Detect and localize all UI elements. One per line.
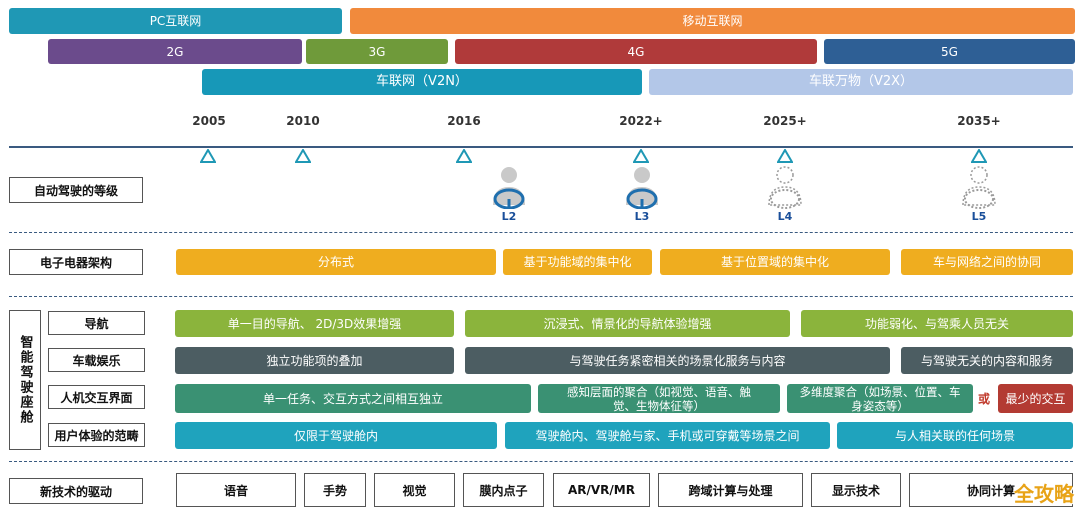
year-2022: 2022+: [619, 114, 663, 128]
level-l2: L2: [501, 210, 517, 223]
v2n-bar: 车联网（V2N）: [202, 69, 642, 95]
tech-item: 视觉: [374, 473, 455, 507]
pc-internet-bar: PC互联网: [9, 8, 342, 34]
ux-item: 仅限于驾驶舱内: [175, 422, 497, 449]
ent-item: 独立功能项的叠加: [175, 347, 454, 374]
nav-label: 导航: [48, 311, 145, 335]
triangle-marker-icon: [200, 149, 216, 163]
5g-bar: 5G: [824, 39, 1075, 64]
hmi-item: 单一任务、交互方式之间相互独立: [175, 384, 531, 413]
ent-item: 与驾驶无关的内容和服务: [901, 347, 1073, 374]
triangle-marker-icon: [971, 149, 987, 163]
hmi-item: 感知层面的聚合（如视觉、语音、触觉、生物体征等）: [538, 384, 780, 413]
ee-location-domain: 基于位置域的集中化: [660, 249, 890, 275]
triangle-marker-icon: [633, 149, 649, 163]
divider: [9, 232, 1073, 233]
divider: [9, 296, 1073, 297]
ee-vehicle-network: 车与网络之间的协同: [901, 249, 1073, 275]
triangle-marker-icon: [295, 149, 311, 163]
entertainment-label: 车载娱乐: [48, 348, 145, 372]
ux-label: 用户体验的范畴: [48, 423, 145, 447]
driver-dashed-icon: [962, 166, 996, 209]
or-text: 或: [978, 392, 991, 406]
triangle-marker-icon: [777, 149, 793, 163]
divider: [9, 461, 1073, 462]
tech-item: 手势: [304, 473, 366, 507]
tech-item: AR/VR/MR: [553, 473, 650, 507]
hmi-label: 人机交互界面: [48, 385, 145, 409]
ee-label: 电子电器架构: [9, 249, 143, 275]
level-l4: L4: [777, 210, 793, 223]
year-2016: 2016: [447, 114, 481, 128]
year-2005: 2005: [192, 114, 226, 128]
ee-function-domain: 基于功能域的集中化: [503, 249, 652, 275]
hmi-item-minimal: 最少的交互: [998, 384, 1073, 413]
nav-item: 功能弱化、与驾乘人员无关: [801, 310, 1073, 337]
ux-item: 与人相关联的任何场景: [837, 422, 1073, 449]
hmi-item: 多维度聚合（如场景、位置、车身姿态等）: [787, 384, 973, 413]
driver-solid-icon: [493, 167, 525, 209]
4g-bar: 4G: [455, 39, 817, 64]
v2x-bar: 车联万物（V2X）: [649, 69, 1073, 95]
mobile-internet-bar: 移动互联网: [350, 8, 1075, 34]
tech-item: 跨域计算与处理: [658, 473, 803, 507]
tech-item: 膜内点子: [463, 473, 544, 507]
ent-item: 与驾驶任务紧密相关的场景化服务与内容: [465, 347, 890, 374]
tech-item: 协同计算: [909, 473, 1073, 507]
ee-distributed: 分布式: [176, 249, 496, 275]
nav-item: 单一目的导航、 2D/3D效果增强: [175, 310, 454, 337]
year-2010: 2010: [286, 114, 320, 128]
2g-bar: 2G: [48, 39, 302, 64]
autonomy-label: 自动驾驶的等级: [9, 177, 143, 203]
timeline-line: [9, 146, 1073, 148]
watermark-logo: 全攻略: [1014, 482, 1074, 506]
triangle-marker-icon: [456, 149, 472, 163]
ux-item: 驾驶舱内、驾驶舱与家、手机或可穿戴等场景之间: [505, 422, 830, 449]
driver-solid-icon: [626, 167, 658, 209]
cockpit-label: 智能驾驶座舱: [9, 310, 41, 450]
3g-bar: 3G: [306, 39, 448, 64]
tech-item: 显示技术: [811, 473, 901, 507]
year-2025: 2025+: [763, 114, 807, 128]
level-l5: L5: [971, 210, 987, 223]
driver-dashed-icon: [768, 166, 802, 209]
tech-item: 语音: [176, 473, 296, 507]
nav-item: 沉浸式、情景化的导航体验增强: [465, 310, 790, 337]
year-2035: 2035+: [957, 114, 1001, 128]
level-l3: L3: [634, 210, 650, 223]
tech-label: 新技术的驱动: [9, 478, 143, 504]
